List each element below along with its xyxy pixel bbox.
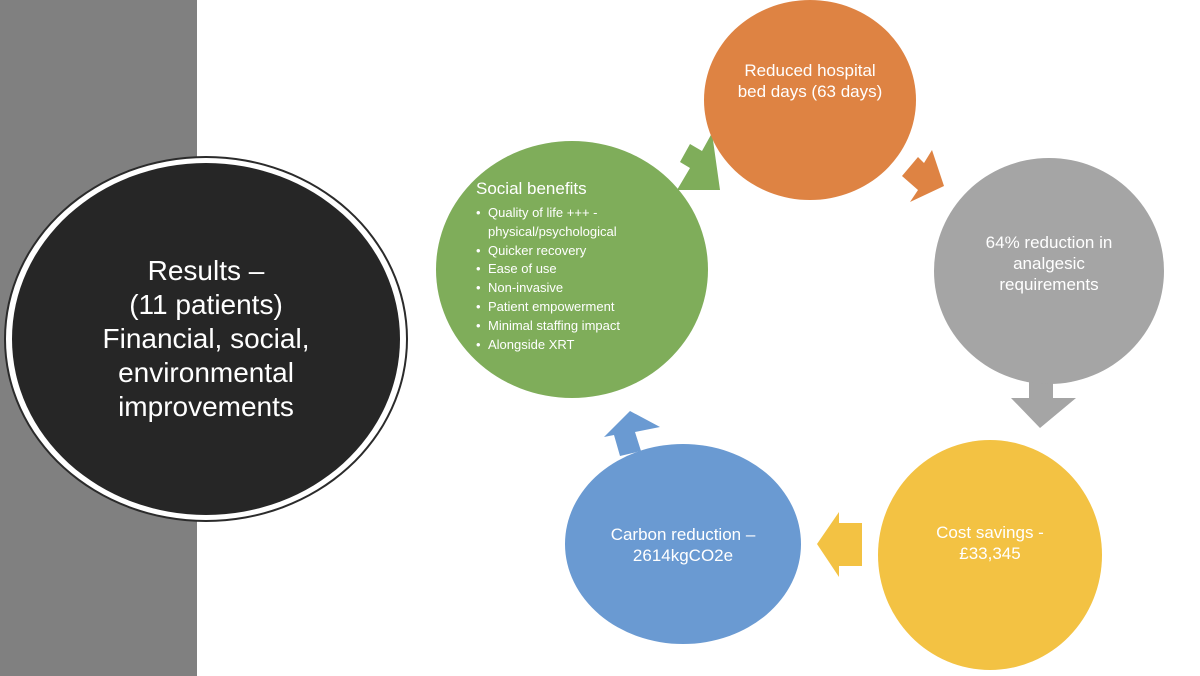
title-line-2: (11 patients) <box>129 289 283 320</box>
circle-bed-days: Reduced hospital bed days (63 days) <box>704 0 916 200</box>
social-benefits-heading: Social benefits <box>476 179 587 198</box>
circle-carbon: Carbon reduction – 2614kgCO2e <box>565 444 801 644</box>
analgesic-text: 64% reduction in analgesic requirements <box>985 233 1113 294</box>
cost-savings-text: Cost savings - £33,345 <box>936 523 1044 563</box>
social-benefit-item: Patient empowerment <box>476 298 686 317</box>
bed-days-text: Reduced hospital bed days (63 days) <box>737 61 883 101</box>
title-circle: Results – (11 patients) Financial, socia… <box>12 163 400 515</box>
title-line-3: Financial, social, <box>102 323 310 354</box>
social-benefits-list: Quality of life +++ -physical/psychologi… <box>476 204 686 354</box>
social-benefit-item: Quicker recovery <box>476 242 686 261</box>
circle-analgesic: 64% reduction in analgesic requirements <box>934 158 1164 384</box>
title-line-5: improvements <box>118 391 294 422</box>
title-line-1: Results – <box>147 255 265 286</box>
arrow-orange-to-gray <box>902 150 944 202</box>
title-text: Results – (11 patients) Financial, socia… <box>76 254 336 424</box>
title-line-4: environmental <box>118 357 294 388</box>
social-benefit-item: Minimal staffing impact <box>476 317 686 336</box>
arrow-gray-to-yellow <box>1011 379 1076 428</box>
carbon-text: Carbon reduction – 2614kgCO2e <box>610 525 756 565</box>
circle-social-benefits: Social benefits Quality of life +++ -phy… <box>436 141 708 398</box>
social-benefit-item: Quality of life +++ -physical/psychologi… <box>476 204 686 242</box>
circle-cost-savings: Cost savings - £33,345 <box>878 440 1102 670</box>
social-benefit-item: Ease of use <box>476 260 686 279</box>
social-benefits-content: Social benefits Quality of life +++ -phy… <box>476 178 686 354</box>
arrow-yellow-to-blue <box>817 512 862 577</box>
social-benefit-item: Alongside XRT <box>476 336 686 355</box>
social-benefit-item: Non-invasive <box>476 279 686 298</box>
